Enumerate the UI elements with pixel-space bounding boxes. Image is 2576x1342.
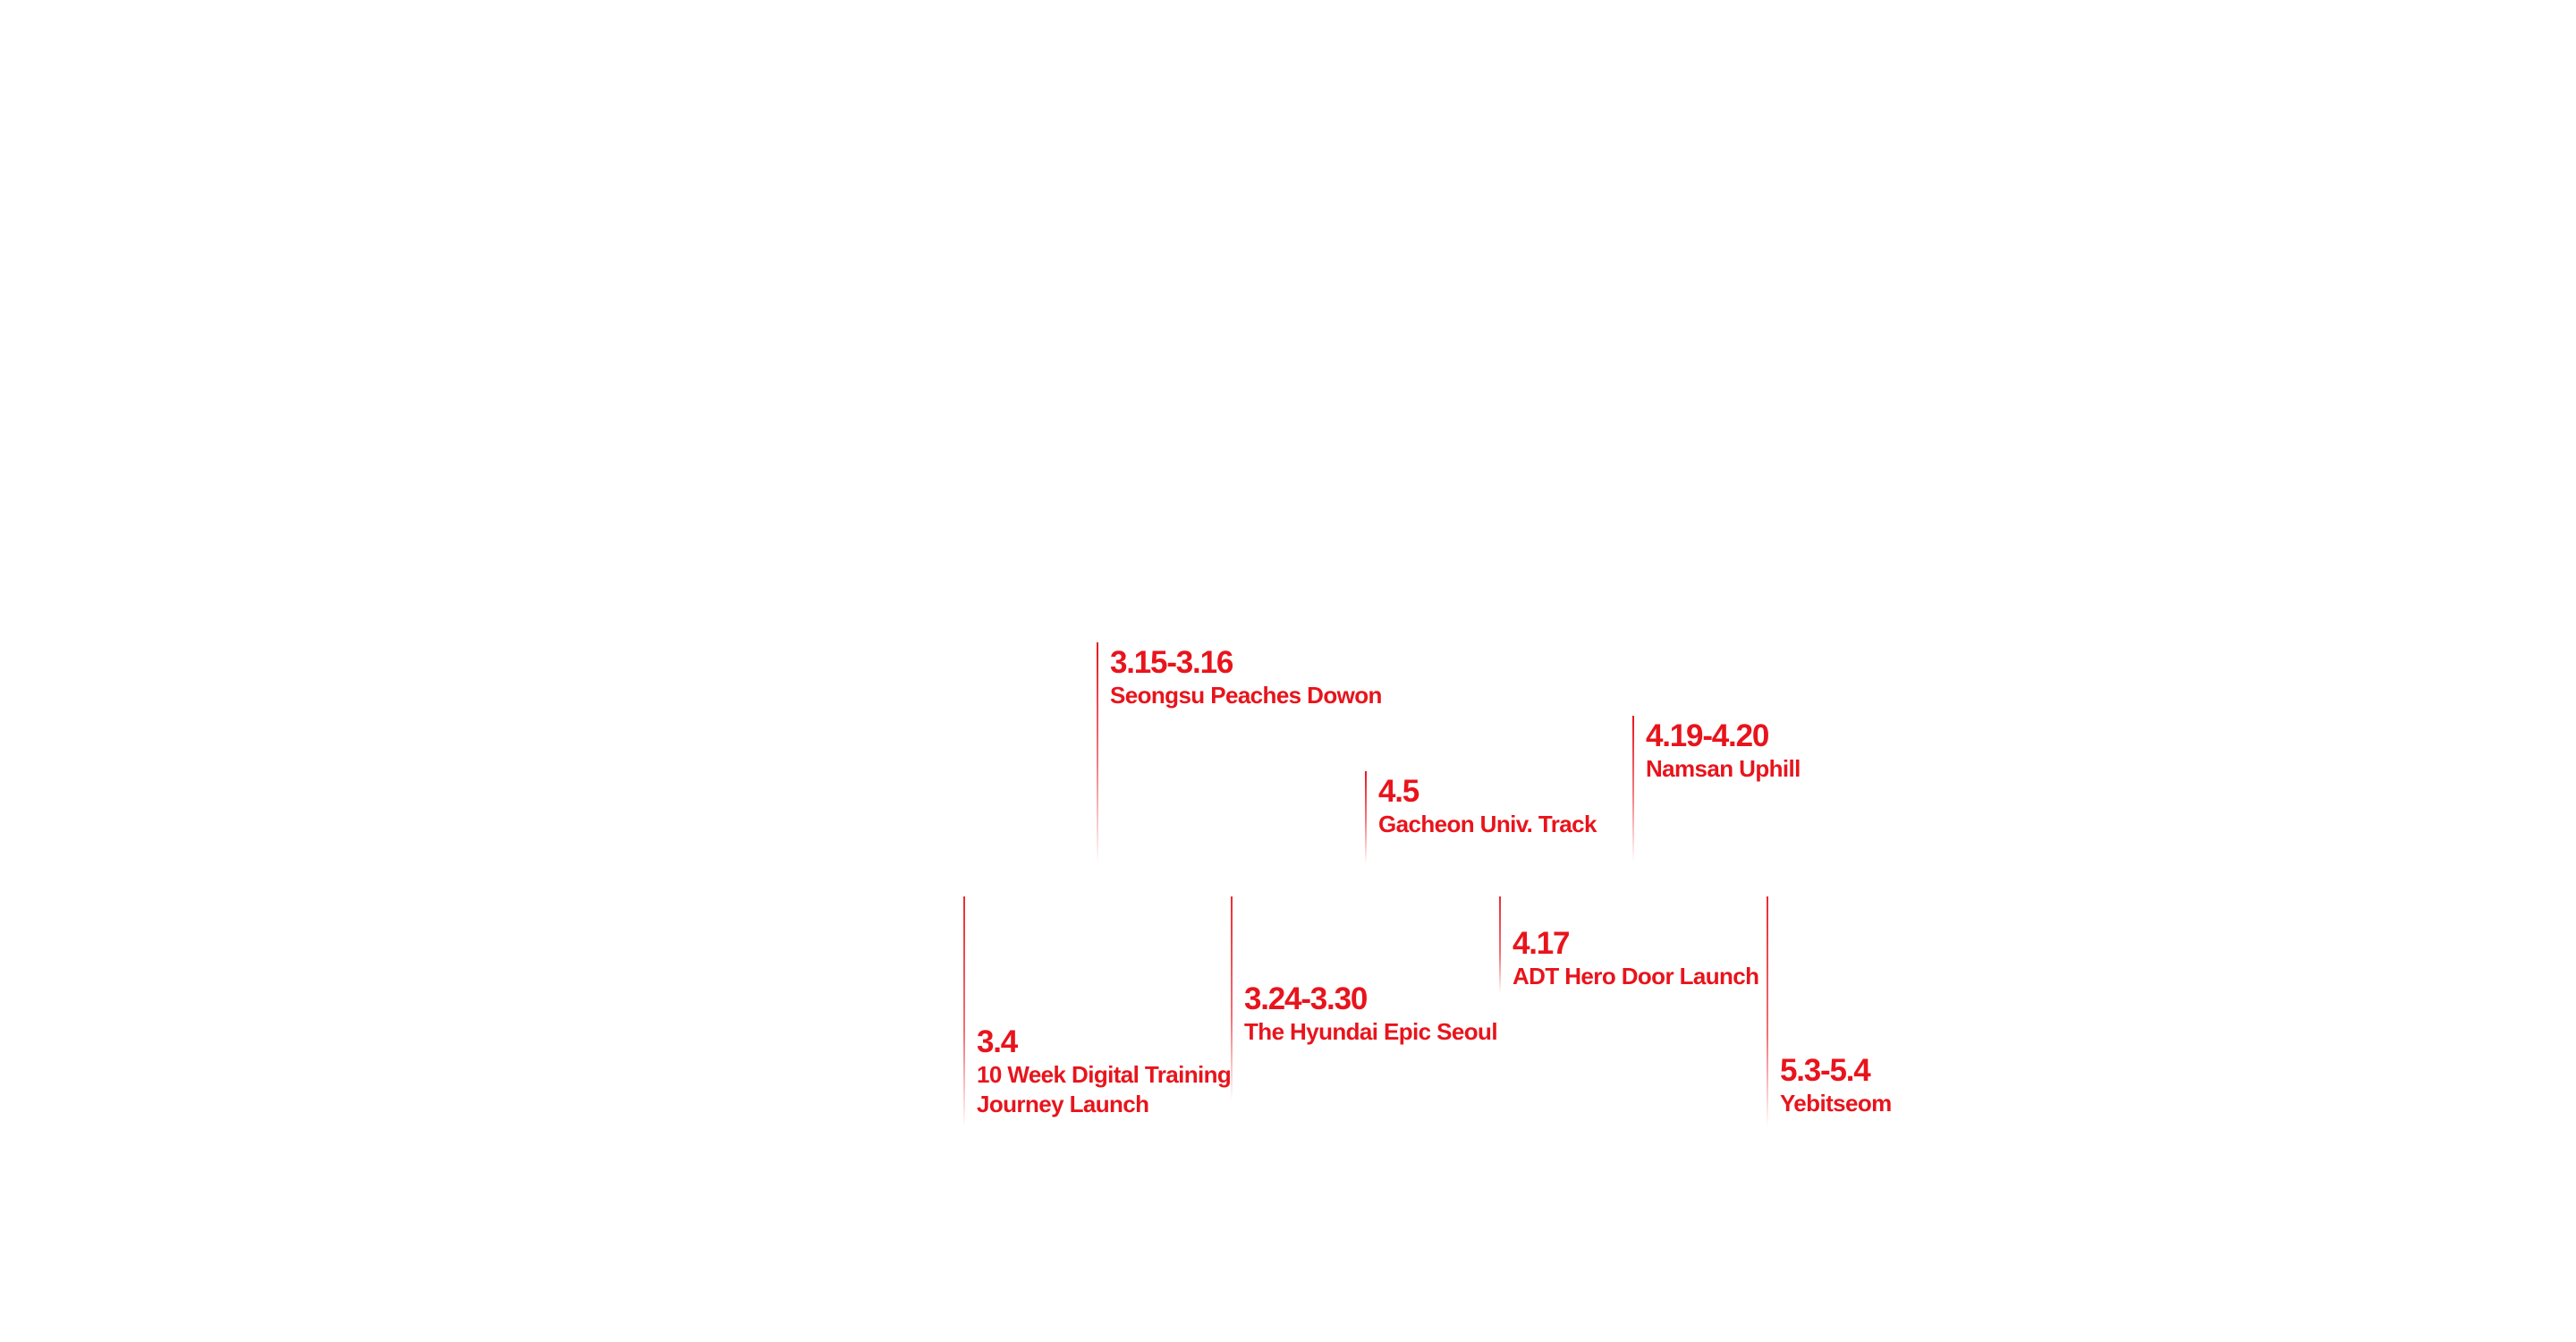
event-label: 3.4 10 Week Digital Training Journey Lau…	[977, 1024, 1232, 1119]
timeline-event-4-5: 4.5 Gacheon Univ. Track	[1365, 771, 1633, 865]
event-connector-line	[963, 896, 965, 1127]
event-connector-line	[1499, 896, 1501, 993]
event-date: 3.4	[977, 1024, 1018, 1059]
timeline-event-3-15: 3.15-3.16 Seongsu Peaches Dowon	[1097, 642, 1383, 866]
timeline-event-5-3: 5.3-5.4 Yebitseom	[1767, 896, 1999, 1129]
timeline-event-3-4: 3.4 10 Week Digital Training Journey Lau…	[963, 896, 1250, 1129]
event-connector-line	[1632, 716, 1634, 862]
event-title: The Hyundai Epic Seoul	[1244, 1018, 1498, 1045]
timeline-event-4-17: 4.17 ADT Hero Door Launch	[1499, 896, 1785, 995]
event-title: Namsan Uphill	[1646, 755, 1801, 782]
event-label: 5.3-5.4 Yebitseom	[1780, 1054, 1892, 1118]
timeline-event-3-24: 3.24-3.30 The Hyundai Epic Seoul	[1231, 896, 1517, 1102]
event-date: 3.15-3.16	[1110, 645, 1233, 680]
event-title: Gacheon Univ. Track	[1378, 811, 1597, 837]
event-title: 10 Week Digital Training Journey Launch	[977, 1061, 1232, 1117]
event-connector-line	[1231, 896, 1233, 1100]
event-title: Yebitseom	[1780, 1090, 1892, 1117]
event-label: 4.19-4.20 Namsan Uphill	[1646, 719, 1801, 784]
event-date: 4.5	[1378, 774, 1419, 809]
event-connector-line	[1097, 642, 1098, 864]
event-date: 4.17	[1513, 926, 1571, 961]
event-date: 4.19-4.20	[1646, 718, 1769, 753]
event-connector-line	[1767, 896, 1768, 1127]
event-label: 3.24-3.30 The Hyundai Epic Seoul	[1244, 981, 1498, 1047]
timeline-event-4-19: 4.19-4.20 Namsan Uphill	[1632, 716, 1901, 863]
event-label: 4.5 Gacheon Univ. Track	[1378, 775, 1597, 839]
event-connector-line	[1365, 771, 1367, 863]
event-date: 5.3-5.4	[1780, 1053, 1871, 1088]
event-label: 4.17 ADT Hero Door Launch	[1513, 926, 1759, 991]
event-date: 3.24-3.30	[1244, 981, 1368, 1016]
event-label: 3.15-3.16 Seongsu Peaches Dowon	[1110, 646, 1382, 710]
event-title: Seongsu Peaches Dowon	[1110, 682, 1382, 709]
event-title: ADT Hero Door Launch	[1513, 963, 1759, 990]
